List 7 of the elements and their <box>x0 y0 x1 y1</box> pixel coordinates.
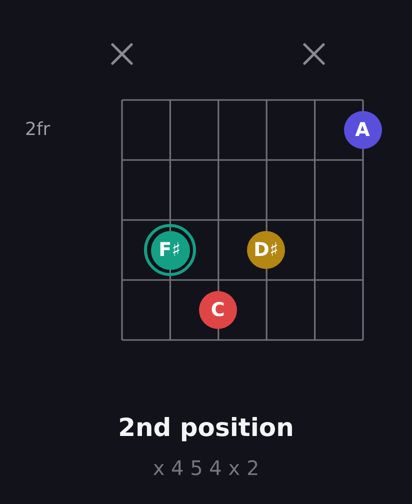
note-dot: D♯ <box>247 231 286 269</box>
fingering-text: x 4 5 4 x 2 <box>152 456 260 480</box>
note-dot: F♯ <box>144 224 196 276</box>
note-dot: C <box>198 291 237 329</box>
note-dot: A <box>344 111 382 149</box>
chord-title: 2nd position <box>118 413 294 442</box>
fret-number: 2fr <box>25 121 50 139</box>
